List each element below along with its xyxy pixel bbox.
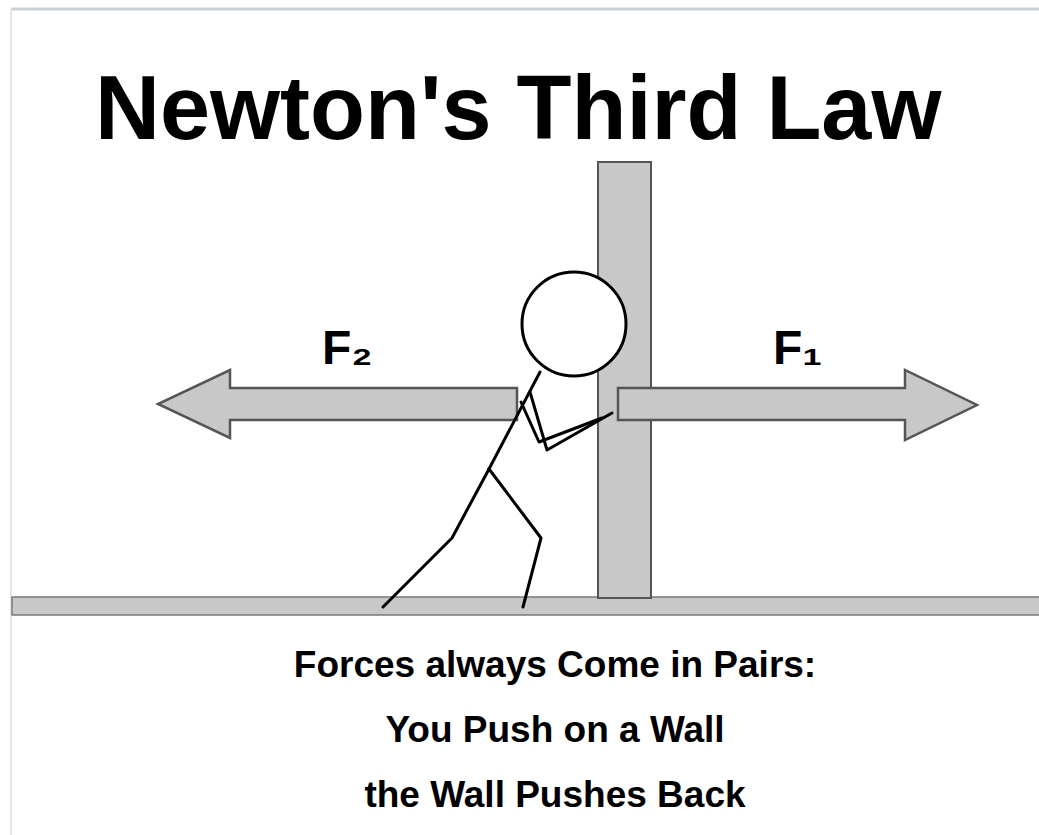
wall [598,162,651,598]
figure-arm [521,402,602,442]
figure-body [489,372,540,469]
diagram-caption: Forces always Come in Pairs: You Push on… [70,632,1039,827]
force-label: F₁ [773,324,822,372]
figure-head [522,272,626,376]
frame-top [11,8,1039,11]
force-arrow-left [158,370,517,438]
figure-leg [383,469,489,607]
force-label: F₂ [322,324,373,372]
stick-figure [383,272,626,607]
frame-left [10,9,12,835]
diagram-title: Newton's Third Law [95,63,941,153]
figure-leg [489,469,541,607]
force-arrow-right [618,370,977,440]
